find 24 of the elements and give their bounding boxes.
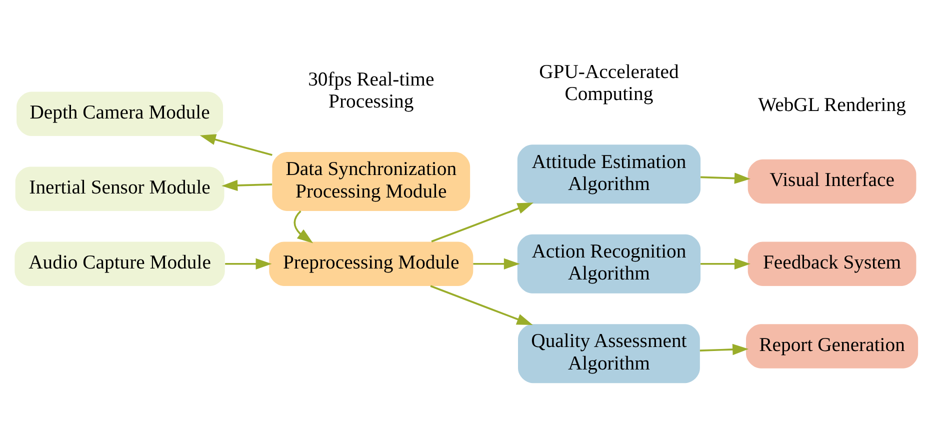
arrow [199, 134, 272, 156]
label: WebGL Rendering [758, 94, 906, 116]
arrow [221, 180, 272, 192]
node-box: Audio Capture Module [14, 242, 224, 286]
node-box: Feedback System [747, 242, 916, 286]
label: GPU-Accelerated Computing [538, 61, 678, 106]
arrow [224, 258, 272, 270]
label: 30fps Real-time Processing [308, 68, 434, 113]
arrow [699, 344, 748, 356]
arrow [430, 202, 533, 242]
node-box: Data Synchronization Processing Module [272, 152, 470, 211]
arrow [430, 285, 532, 326]
node-box: Depth Camera Module [16, 92, 223, 136]
arrow [472, 258, 520, 270]
arrow [293, 210, 313, 244]
node-box: Attitude Estimation Algorithm [516, 144, 700, 204]
arrow [700, 258, 750, 270]
node-box: Action Recognition Algorithm [516, 234, 700, 294]
node-box: Visual Interface [747, 159, 916, 204]
node-box: Report Generation [746, 324, 918, 368]
node-box: Preprocessing Module [268, 242, 473, 286]
node-box: Inertial Sensor Module [14, 166, 224, 211]
node-box: Quality Assessment Algorithm [518, 324, 700, 384]
arrow [700, 172, 750, 184]
